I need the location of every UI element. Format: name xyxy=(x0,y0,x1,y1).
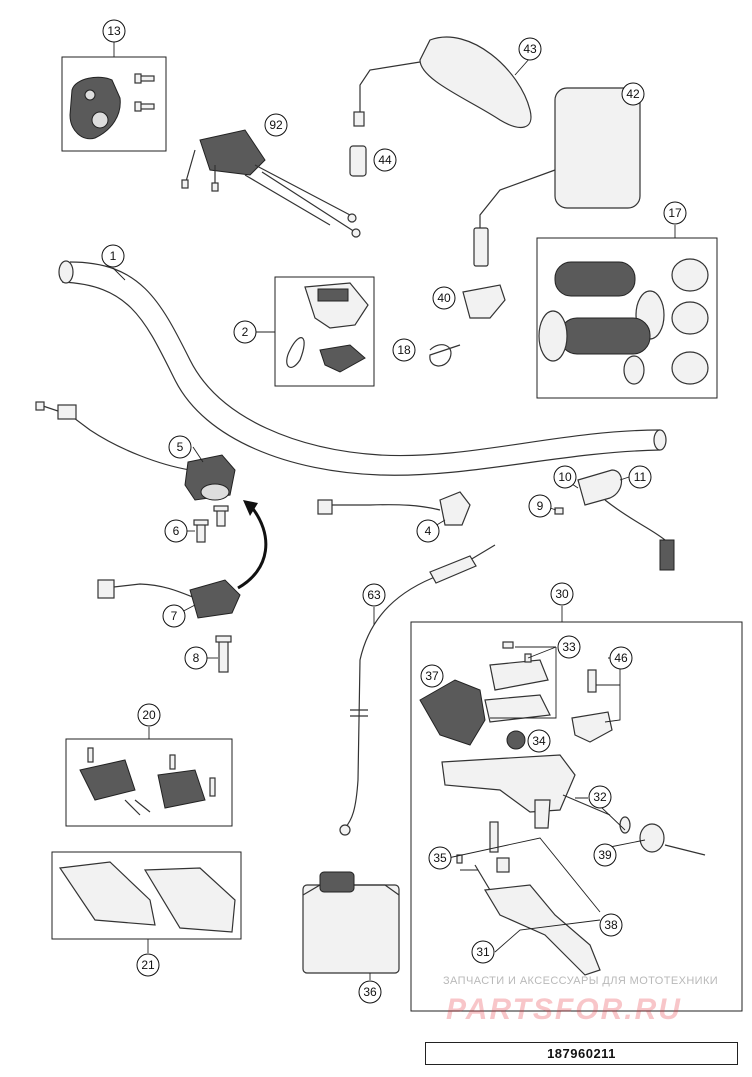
svg-text:7: 7 xyxy=(171,609,178,623)
mirror-42 xyxy=(473,87,641,267)
svg-text:5: 5 xyxy=(177,440,184,454)
svg-text:30: 30 xyxy=(555,587,569,601)
handlebar xyxy=(58,260,667,476)
svg-text:38: 38 xyxy=(604,918,618,932)
drawing-number-box: 187960211 xyxy=(425,1042,738,1065)
svg-text:13: 13 xyxy=(107,24,121,38)
svg-text:6: 6 xyxy=(173,524,180,538)
svg-text:46: 46 xyxy=(614,651,628,665)
svg-text:8: 8 xyxy=(193,651,200,665)
svg-text:18: 18 xyxy=(397,343,411,357)
cable-tie-18 xyxy=(429,344,461,367)
svg-text:4: 4 xyxy=(425,524,432,538)
switch-5 xyxy=(35,401,236,501)
callout-9: 9 xyxy=(528,494,552,518)
svg-text:17: 17 xyxy=(668,206,682,220)
switch-10-11 xyxy=(554,469,675,571)
callout-40: 40 xyxy=(432,286,456,310)
callout-21: 21 xyxy=(136,953,160,977)
adapter-44 xyxy=(349,145,367,177)
callout-8: 8 xyxy=(184,646,208,670)
box-17 xyxy=(536,237,718,399)
callout-32: 32 xyxy=(588,785,612,809)
box-30 xyxy=(410,621,743,1012)
svg-text:35: 35 xyxy=(433,851,447,865)
callout-37: 37 xyxy=(420,664,444,688)
callout-17: 17 xyxy=(663,201,687,225)
svg-text:1: 1 xyxy=(110,249,117,263)
callout-36: 36 xyxy=(358,980,382,1004)
callout-43: 43 xyxy=(518,37,542,61)
svg-text:20: 20 xyxy=(142,708,156,722)
mount-kit-20 xyxy=(79,747,216,816)
svg-text:43: 43 xyxy=(523,42,537,56)
box-2 xyxy=(274,276,375,387)
callout-44: 44 xyxy=(373,148,397,172)
mirror-43 xyxy=(353,36,532,128)
assembly-arrow xyxy=(237,504,268,590)
svg-text:2: 2 xyxy=(242,325,249,339)
svg-text:31: 31 xyxy=(476,945,490,959)
callout-30: 30 xyxy=(550,582,574,606)
watermark-logo: PARTSFOR.RU xyxy=(446,993,682,1026)
callout-4: 4 xyxy=(416,519,440,543)
svg-text:92: 92 xyxy=(269,118,283,132)
switch-housing-13 xyxy=(69,73,155,140)
callout-38: 38 xyxy=(599,913,623,937)
callout-35: 35 xyxy=(428,846,452,870)
callout-46: 46 xyxy=(609,646,633,670)
svg-text:21: 21 xyxy=(141,958,155,972)
switch-7 xyxy=(97,579,241,619)
callout-1: 1 xyxy=(101,244,125,268)
hand-guards-21 xyxy=(58,861,236,933)
svg-text:42: 42 xyxy=(626,87,640,101)
svg-text:63: 63 xyxy=(367,588,381,602)
watermark-tagline: ЗАПЧАСТИ И АКСЕССУАРЫ ДЛЯ МОТОТЕХНИКИ xyxy=(443,975,719,987)
screw-8 xyxy=(215,635,232,673)
callout-5: 5 xyxy=(168,435,192,459)
svg-text:44: 44 xyxy=(378,153,392,167)
callout-63: 63 xyxy=(362,583,386,607)
callout-13: 13 xyxy=(102,19,126,43)
callout-20: 20 xyxy=(137,703,161,727)
callout-92: 92 xyxy=(264,113,288,137)
switch-4 xyxy=(317,491,471,526)
clutch-master-cylinder-30 xyxy=(419,641,706,976)
callout-2: 2 xyxy=(233,320,257,344)
clutch-hose-63 xyxy=(339,544,496,836)
svg-text:36: 36 xyxy=(363,985,377,999)
oil-can-36 xyxy=(302,871,400,974)
grips-17 xyxy=(538,258,709,385)
leader-lines xyxy=(112,42,676,980)
callout-42: 42 xyxy=(621,82,645,106)
box-21 xyxy=(51,851,242,940)
throttle-assembly-92 xyxy=(181,129,361,238)
callout-18: 18 xyxy=(392,338,416,362)
callout-31: 31 xyxy=(471,940,495,964)
svg-text:33: 33 xyxy=(562,640,576,654)
svg-text:40: 40 xyxy=(437,291,451,305)
screws-6 xyxy=(193,505,229,543)
svg-text:37: 37 xyxy=(425,669,439,683)
callout-33: 33 xyxy=(557,635,581,659)
callout-11: 11 xyxy=(628,465,652,489)
svg-text:39: 39 xyxy=(598,848,612,862)
callout-39: 39 xyxy=(593,843,617,867)
drawing-number: 187960211 xyxy=(547,1046,616,1061)
svg-text:32: 32 xyxy=(593,790,607,804)
svg-text:9: 9 xyxy=(537,499,544,513)
switch-2 xyxy=(286,282,369,373)
callout-34: 34 xyxy=(527,729,551,753)
clamp-40 xyxy=(462,284,506,319)
svg-text:11: 11 xyxy=(634,470,647,484)
svg-text:34: 34 xyxy=(532,734,546,748)
callout-6: 6 xyxy=(164,519,188,543)
svg-text:10: 10 xyxy=(558,470,572,484)
callout-7: 7 xyxy=(162,604,186,628)
callout-10: 10 xyxy=(553,465,577,489)
